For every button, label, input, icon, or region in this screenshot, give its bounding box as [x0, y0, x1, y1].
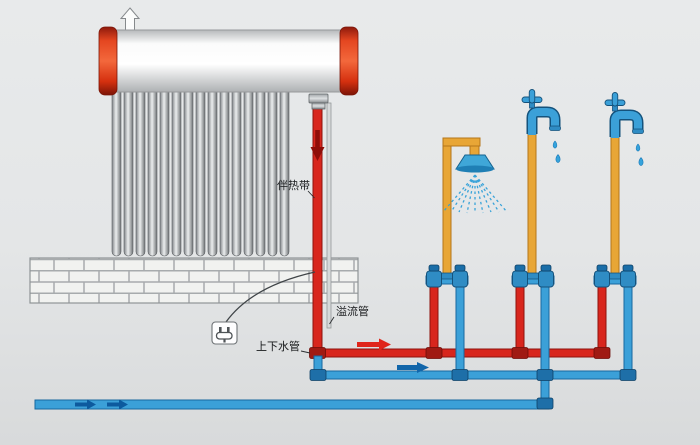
leader-overflow-pipe — [329, 316, 335, 325]
tank-outlet-fitting — [308, 93, 329, 110]
arrow-head — [379, 338, 391, 351]
water-drop-icon — [635, 143, 641, 152]
tank-body — [114, 29, 343, 93]
vacuum-tube — [219, 85, 230, 257]
power-cord — [225, 271, 316, 323]
pipe-coupling — [619, 369, 637, 381]
vacuum-tube — [135, 85, 146, 257]
flow-arrow-hot-right — [357, 338, 391, 351]
leader-heat-tracing — [307, 190, 315, 199]
vacuum-tube — [255, 85, 266, 257]
tank-left-cap — [98, 26, 118, 96]
fitting-nut — [311, 102, 326, 110]
vacuum-tube — [243, 85, 254, 257]
pipe-coupling — [309, 369, 327, 381]
cold-distribution-pipe — [313, 370, 633, 380]
shower-spray — [442, 174, 508, 214]
plug-stem-icon — [223, 339, 226, 343]
cold-riser — [540, 281, 550, 376]
fitting-nut — [308, 93, 329, 104]
brick-platform — [29, 257, 359, 304]
arrow-head — [310, 147, 325, 161]
cold-riser — [455, 281, 465, 376]
arrow-head — [119, 399, 128, 410]
vacuum-tube — [111, 85, 122, 257]
plug-prong-icon — [219, 327, 222, 333]
hot-riser — [597, 281, 607, 358]
pipe-coupling — [536, 369, 554, 381]
arrow-shaft — [397, 365, 418, 370]
vacuum-tube — [159, 85, 170, 257]
arrow-shaft — [357, 342, 380, 347]
faucet-riser — [610, 136, 620, 277]
arrow-shaft — [107, 402, 120, 407]
leader-updown-pipe — [300, 350, 311, 354]
faucet — [522, 90, 561, 136]
cold-riser — [623, 281, 633, 380]
flow-arrow-cold-right — [397, 362, 429, 373]
label-heat-tracing: 伴热带 — [277, 179, 310, 192]
shower-head — [455, 154, 495, 173]
water-drop-icon — [552, 140, 558, 149]
shower-stub — [469, 145, 480, 156]
arrow-shaft — [75, 402, 88, 407]
tank-right-cap — [339, 26, 359, 96]
pipe-coupling — [451, 369, 469, 381]
pipe-coupling — [593, 347, 611, 359]
shower-face-plate — [456, 165, 494, 173]
label-updown-pipe: 上下水管 — [256, 339, 300, 353]
overflow-pipe — [326, 102, 332, 329]
vacuum-tube-array — [111, 85, 290, 257]
water-drop-icon — [638, 157, 644, 166]
power-plug — [211, 321, 238, 345]
arrow-head — [87, 399, 96, 410]
vacuum-tube — [171, 85, 182, 257]
faucet — [605, 93, 644, 139]
label-overflow-pipe: 溢流管 — [336, 304, 369, 318]
plug-prong-icon — [227, 327, 230, 333]
arrow-shaft — [315, 130, 320, 149]
pipe-coupling — [425, 347, 443, 359]
vacuum-tube — [279, 85, 290, 257]
hot-riser — [429, 281, 439, 353]
flow-arrow-hot-down — [310, 130, 325, 161]
shower-riser — [442, 137, 452, 277]
water-drop-icon — [555, 154, 561, 163]
labels: 伴热带 溢流管 上下水管 — [256, 179, 369, 354]
air-vent-icon — [119, 7, 141, 31]
vacuum-tube — [147, 85, 158, 257]
shower-arm — [442, 137, 481, 147]
cold-pipe-couplings — [309, 369, 637, 410]
flow-arrow-main-2 — [107, 399, 128, 410]
vacuum-tube — [231, 85, 242, 257]
storage-tank — [98, 7, 359, 96]
vacuum-tube — [183, 85, 194, 257]
faucet-riser — [527, 133, 537, 277]
hot-riser — [515, 281, 525, 353]
flow-arrow-main-1 — [75, 399, 96, 410]
arrow-head — [417, 362, 429, 373]
pipe-coupling — [511, 347, 529, 359]
pipe-coupling — [536, 397, 554, 410]
vacuum-tube — [123, 85, 134, 257]
vacuum-tube — [207, 85, 218, 257]
vacuum-tube — [267, 85, 278, 257]
vacuum-tube — [195, 85, 206, 257]
